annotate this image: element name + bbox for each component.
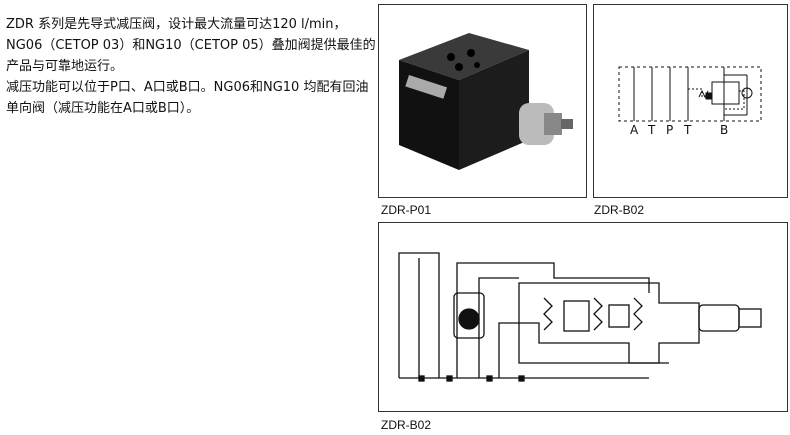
hydraulic-symbol-diagram	[618, 66, 762, 122]
port-label-a: A	[630, 123, 639, 137]
port-label-b: B	[720, 123, 729, 137]
valve-section-diagram	[398, 252, 762, 382]
port-label-p: P	[666, 123, 674, 137]
hydraulic-symbol: A T P T B	[593, 4, 788, 198]
section-caption: ZDR-B02	[381, 418, 432, 432]
description-paragraph-2: 减压功能可以位于P口、A口或B口。NG06和NG10 均配有回油单向阀（减压功能…	[6, 80, 369, 116]
product-description: ZDR 系列是先导式减压阀，设计最大流量可达120 l/min，NG06（CET…	[6, 14, 376, 119]
symbol-caption: ZDR-B02	[594, 203, 645, 217]
valve-photo-image	[399, 33, 573, 170]
port-label-t1: T	[648, 123, 656, 137]
product-photo	[378, 4, 587, 198]
photo-caption: ZDR-P01	[381, 203, 432, 217]
section-drawing	[378, 222, 788, 412]
description-paragraph-1: ZDR 系列是先导式减压阀，设计最大流量可达120 l/min，NG06（CET…	[6, 17, 376, 74]
port-label-t2: T	[684, 123, 692, 137]
